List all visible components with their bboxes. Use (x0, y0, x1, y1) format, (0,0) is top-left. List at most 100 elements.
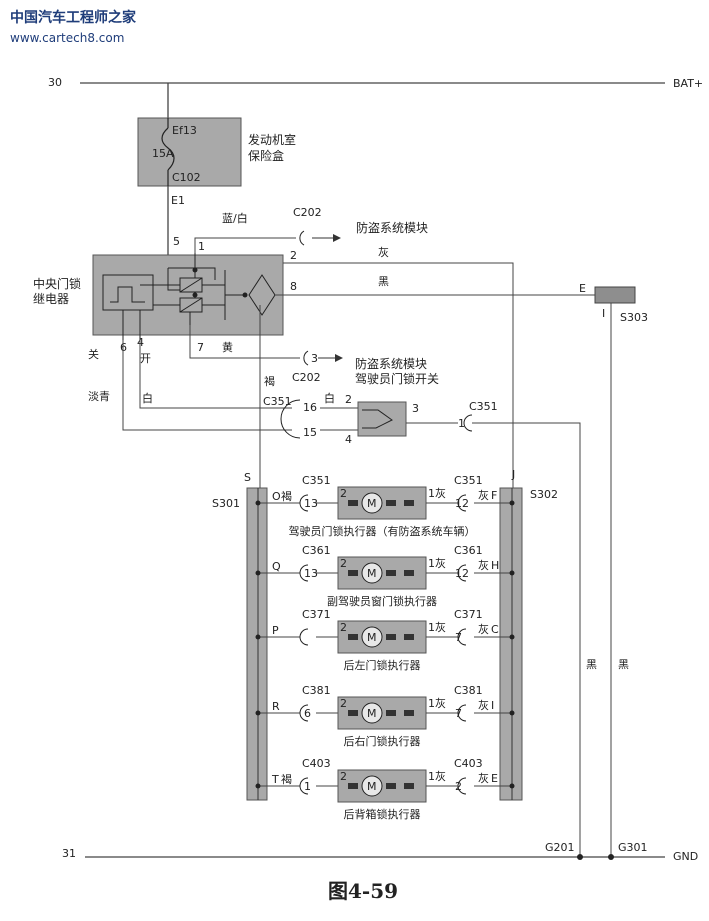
actuator-right-wire-label: 1灰 (428, 620, 446, 634)
coil-icon (404, 783, 414, 789)
actuator-left-tap: Q (272, 560, 281, 573)
fuse-rating: 15A (152, 147, 174, 160)
splice-dot (255, 783, 261, 789)
c351-left: C351 (263, 395, 292, 408)
actuator-right-color: 灰 (478, 698, 489, 712)
actuator-left-color: 褐 (281, 772, 292, 786)
coil-icon (348, 710, 358, 716)
relay-pin-2: 2 (290, 249, 297, 262)
splice-dot (509, 710, 515, 716)
timer-icon (102, 274, 154, 311)
connector-socket (457, 704, 467, 722)
connector-socket (299, 704, 309, 722)
coil-icon (348, 783, 358, 789)
actuator-right-tap: C (491, 623, 499, 636)
actuator-left-pin: 6 (304, 707, 311, 720)
motor-symbol: M (367, 497, 377, 510)
actuator-right-wire-label: 1灰 (428, 696, 446, 710)
splice-dot (255, 710, 261, 716)
c202-pin3: 3 (311, 352, 318, 365)
splice-dot (509, 634, 515, 640)
motor-icon (361, 562, 383, 584)
splice-i: I (602, 307, 605, 320)
fuse-box (137, 117, 242, 187)
actuator-motor-pin: 2 (340, 557, 347, 570)
relay-pin-7: 7 (197, 341, 204, 354)
splice-dot (509, 570, 515, 576)
actuator-right-conn: C381 (454, 684, 483, 697)
actuator-motor-pin: 2 (340, 487, 347, 500)
actuator-label: 副驾驶员窗门锁执行器 (327, 594, 437, 608)
rail-30: 30 (48, 76, 62, 89)
actuator-right-pin: 12 (455, 567, 469, 580)
watermark-title: 中国汽车工程师之家 (10, 9, 137, 26)
actuator-right-color: 灰 (478, 558, 489, 572)
relay-name-2: 继电器 (33, 292, 69, 306)
relay-name-1: 中央门锁 (33, 276, 81, 291)
wire-black: 黑 (378, 275, 389, 288)
actuator-left-pin: 13 (304, 567, 318, 580)
actuator-right-conn: C361 (454, 544, 483, 557)
door-lock-switch (357, 401, 407, 437)
fuse-box-name-2: 保险盒 (248, 148, 284, 163)
motor-symbol: M (367, 567, 377, 580)
actuator-left-tap: P (272, 624, 279, 637)
coil-icon (386, 783, 396, 789)
anti-theft-switch-label-1: 防盗系统模块 (355, 356, 427, 371)
coil-icon (404, 634, 414, 640)
rail-gnd: GND (673, 850, 698, 863)
ground-g301: G301 (618, 841, 648, 854)
coil-icon (404, 500, 414, 506)
motor-symbol: M (367, 631, 377, 644)
connector-socket (299, 628, 309, 646)
diode-bridge-icon (248, 274, 276, 316)
central-lock-relay (92, 254, 284, 336)
coil-icon (404, 710, 414, 716)
fuse-connector: C102 (172, 171, 201, 184)
label-close: 关 (88, 347, 99, 361)
splice-s301-label: S301 (212, 497, 240, 510)
connector-socket (457, 628, 467, 646)
switch-icon (362, 409, 393, 429)
wire-brown: 褐 (264, 374, 275, 388)
rail-bat: BAT+ (673, 77, 703, 90)
actuator-left-pin: 1 (304, 780, 311, 793)
relay-pin-1: 1 (198, 240, 205, 253)
splice-s303 (594, 286, 636, 304)
switch-pin-3: 3 (412, 402, 419, 415)
coil-icon (348, 500, 358, 506)
actuator-motor-pin: 2 (340, 697, 347, 710)
actuator-label: 后左门锁执行器 (344, 658, 421, 672)
figure-caption: 图4-59 (328, 879, 398, 903)
actuator-left-pin: 13 (304, 497, 318, 510)
actuator-label: 后右门锁执行器 (344, 734, 421, 748)
splice-j: J (511, 468, 515, 481)
splice-s303-label: S303 (620, 311, 648, 324)
actuator-label: 驾驶员门锁执行器（有防盗系统车辆） (289, 524, 476, 538)
actuator-right-conn: C351 (454, 474, 483, 487)
splice-dot (255, 500, 261, 506)
actuator-right-tap: H (491, 559, 499, 572)
actuator-right-conn: C403 (454, 757, 483, 770)
wire16-white: 白 (324, 391, 335, 405)
fuse-icon (161, 127, 175, 171)
actuator-right-color: 灰 (478, 488, 489, 502)
connector-socket (299, 494, 309, 512)
switch-pin-15: 15 (303, 426, 317, 439)
actuator-right-color: 灰 (478, 771, 489, 785)
wire-grey: 灰 (378, 245, 389, 259)
splice-s302 (499, 487, 523, 801)
wire-black-right: 黑 (618, 658, 629, 671)
watermark-url: www.cartech8.com (10, 31, 124, 45)
actuator-motor-pin: 2 (340, 621, 347, 634)
relay-pin-8: 8 (290, 280, 297, 293)
connector-socket (457, 777, 467, 795)
actuator-right-conn: C371 (454, 608, 483, 621)
coil-icon (404, 570, 414, 576)
actuator-label: 后背箱锁执行器 (344, 807, 421, 821)
coil-icon (348, 634, 358, 640)
coil-icon (386, 710, 396, 716)
coil-icon (348, 570, 358, 576)
label-white: 白 (142, 391, 153, 405)
motor-symbol: M (367, 707, 377, 720)
